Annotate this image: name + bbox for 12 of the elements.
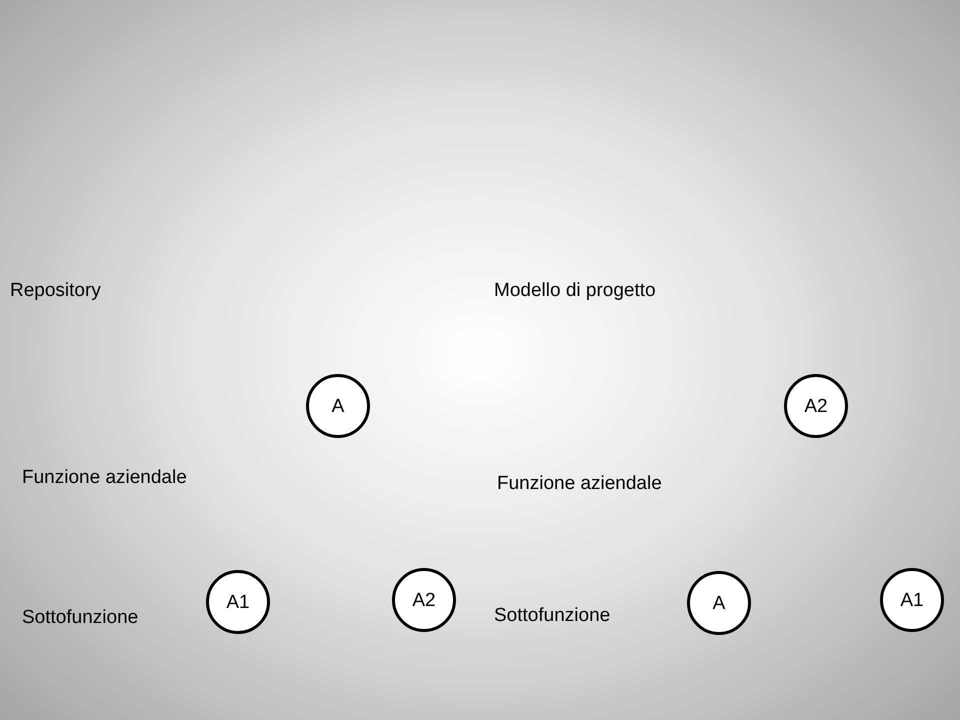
node-label: A1	[900, 590, 924, 610]
node-label: A2	[804, 396, 828, 416]
node-label: A2	[412, 590, 436, 610]
level-label: Funzione aziendale	[497, 473, 662, 496]
node-label: A	[332, 396, 344, 416]
node-label: A	[712, 594, 726, 612]
level-label: Modello di progetto	[494, 280, 656, 303]
level-label: Repository	[10, 280, 101, 303]
level-label: Funzione aziendale	[22, 467, 187, 490]
node-label: A1	[226, 592, 250, 612]
level-label: Sottofunzione	[494, 605, 610, 628]
level-label: Sottofunzione	[22, 607, 138, 630]
